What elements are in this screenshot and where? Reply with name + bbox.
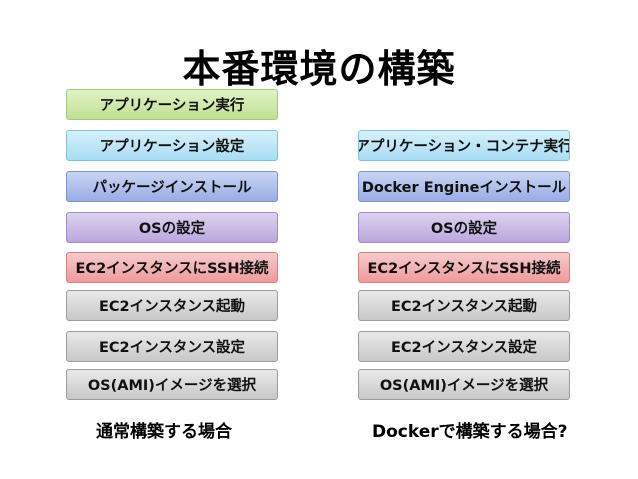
step-package-install: パッケージインストール [66, 171, 278, 202]
step-ec2-config: EC2インスタンス設定 [66, 331, 278, 362]
step-ec2-launch: EC2インスタンス起動 [358, 290, 570, 321]
step-app-config: アプリケーション設定 [66, 130, 278, 161]
step-container-run: アプリケーション・コンテナ実行 [358, 130, 570, 161]
step-ec2-config: EC2インスタンス設定 [358, 331, 570, 362]
step-ssh-connect: EC2インスタンスにSSH接続 [66, 252, 278, 283]
slide-title: 本番環境の構築 [182, 47, 456, 91]
step-os-config: OSの設定 [358, 212, 570, 243]
step-ami-select: OS(AMI)イメージを選択 [358, 369, 570, 400]
step-app-run: アプリケーション実行 [66, 89, 278, 120]
right-caption: Dockerで構築する場合? [372, 422, 568, 442]
step-docker-install: Docker Engineインストール [358, 171, 570, 202]
step-ami-select: OS(AMI)イメージを選択 [66, 369, 278, 400]
left-caption: 通常構築する場合 [96, 422, 232, 442]
step-ssh-connect: EC2インスタンスにSSH接続 [358, 252, 570, 283]
step-os-config: OSの設定 [66, 212, 278, 243]
step-ec2-launch: EC2インスタンス起動 [66, 290, 278, 321]
